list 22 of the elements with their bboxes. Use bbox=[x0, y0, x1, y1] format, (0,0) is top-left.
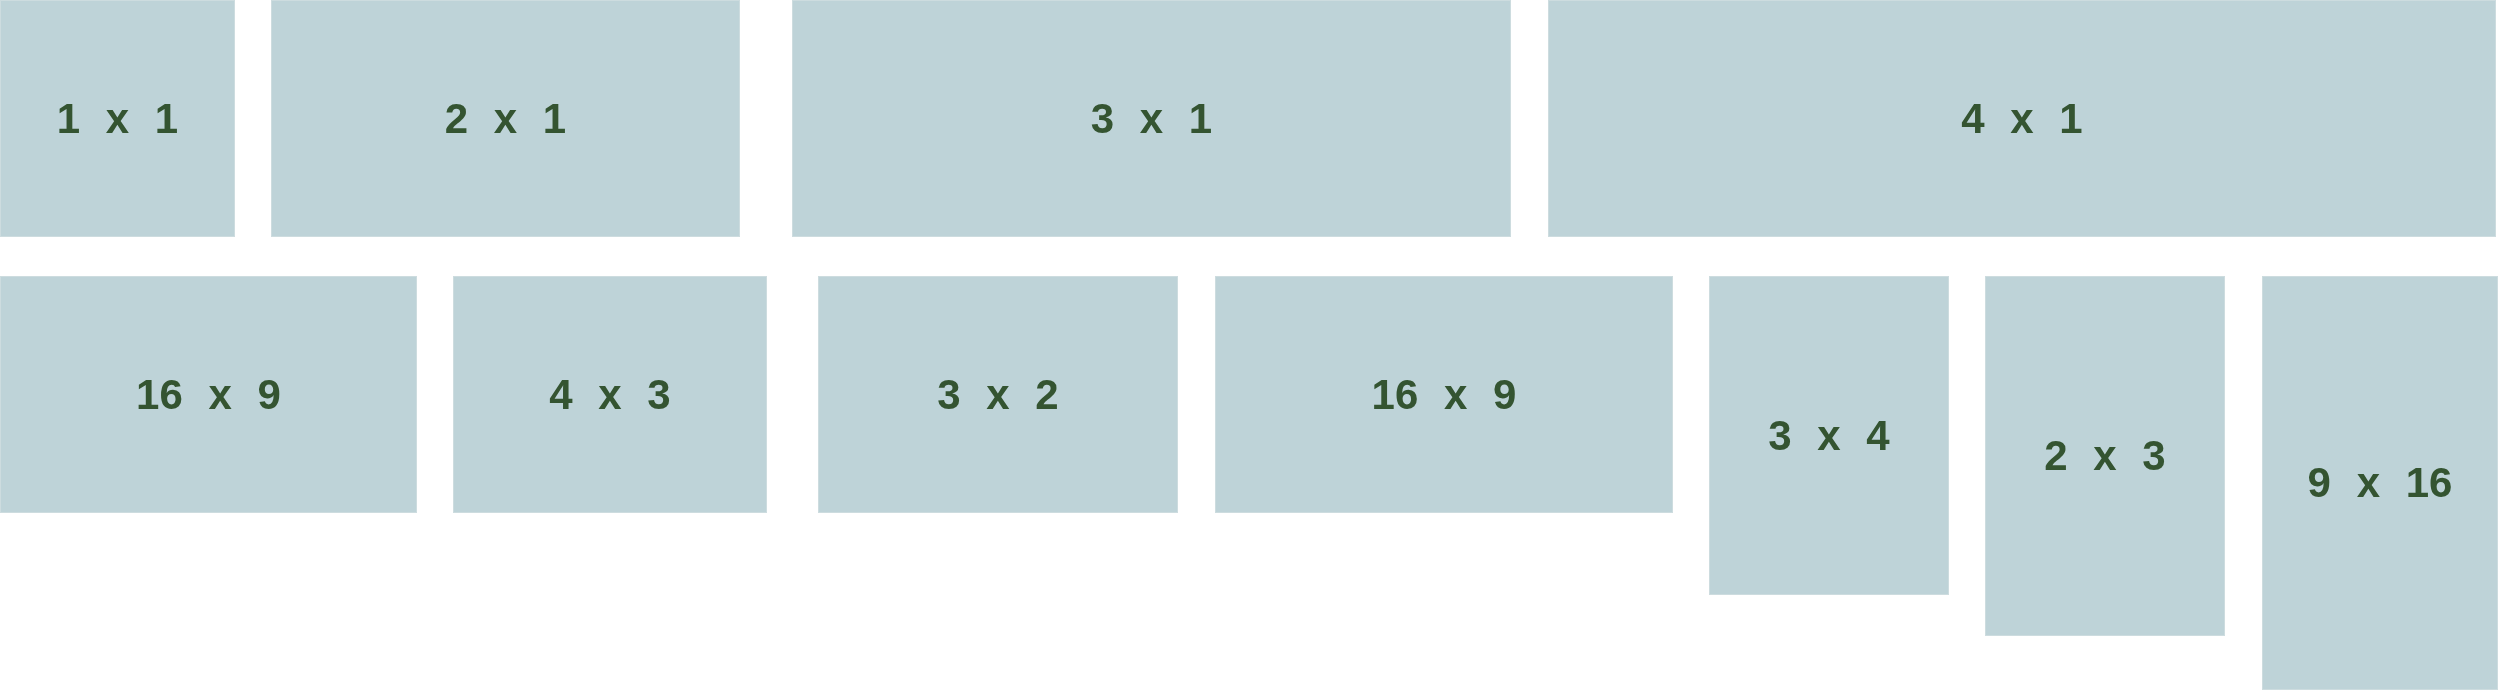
aspect-ratio-tile bbox=[2262, 276, 2498, 690]
ratio-label: 4 x 1 bbox=[1961, 97, 2083, 140]
ratio-label: 2 x 3 bbox=[2044, 435, 2166, 477]
ratio-label: 3 x 4 bbox=[1768, 414, 1890, 457]
aspect-ratio-tile bbox=[818, 276, 1178, 513]
ratio-label: 3 x 2 bbox=[937, 373, 1059, 416]
aspect-ratio-tile bbox=[0, 0, 235, 237]
ratio-label: 16 x 9 bbox=[136, 373, 281, 416]
aspect-ratio-tile bbox=[792, 0, 1511, 237]
aspect-ratio-tile bbox=[271, 0, 740, 237]
aspect-ratio-tile bbox=[1215, 276, 1673, 513]
ratio-label: 1 x 1 bbox=[56, 97, 179, 140]
aspect-ratio-tile bbox=[0, 276, 417, 513]
aspect-ratio-tile bbox=[1548, 0, 2496, 237]
ratio-label: 4 x 3 bbox=[549, 373, 671, 416]
aspect-ratio-tile bbox=[1985, 276, 2225, 636]
ratio-label: 9 x 16 bbox=[2307, 462, 2453, 504]
ratio-label: 16 x 9 bbox=[1371, 373, 1517, 416]
ratio-label: 2 x 1 bbox=[444, 97, 567, 140]
aspect-ratio-tile bbox=[453, 276, 767, 513]
ratio-label: 3 x 1 bbox=[1090, 97, 1213, 140]
aspect-ratio-tile bbox=[1709, 276, 1949, 595]
